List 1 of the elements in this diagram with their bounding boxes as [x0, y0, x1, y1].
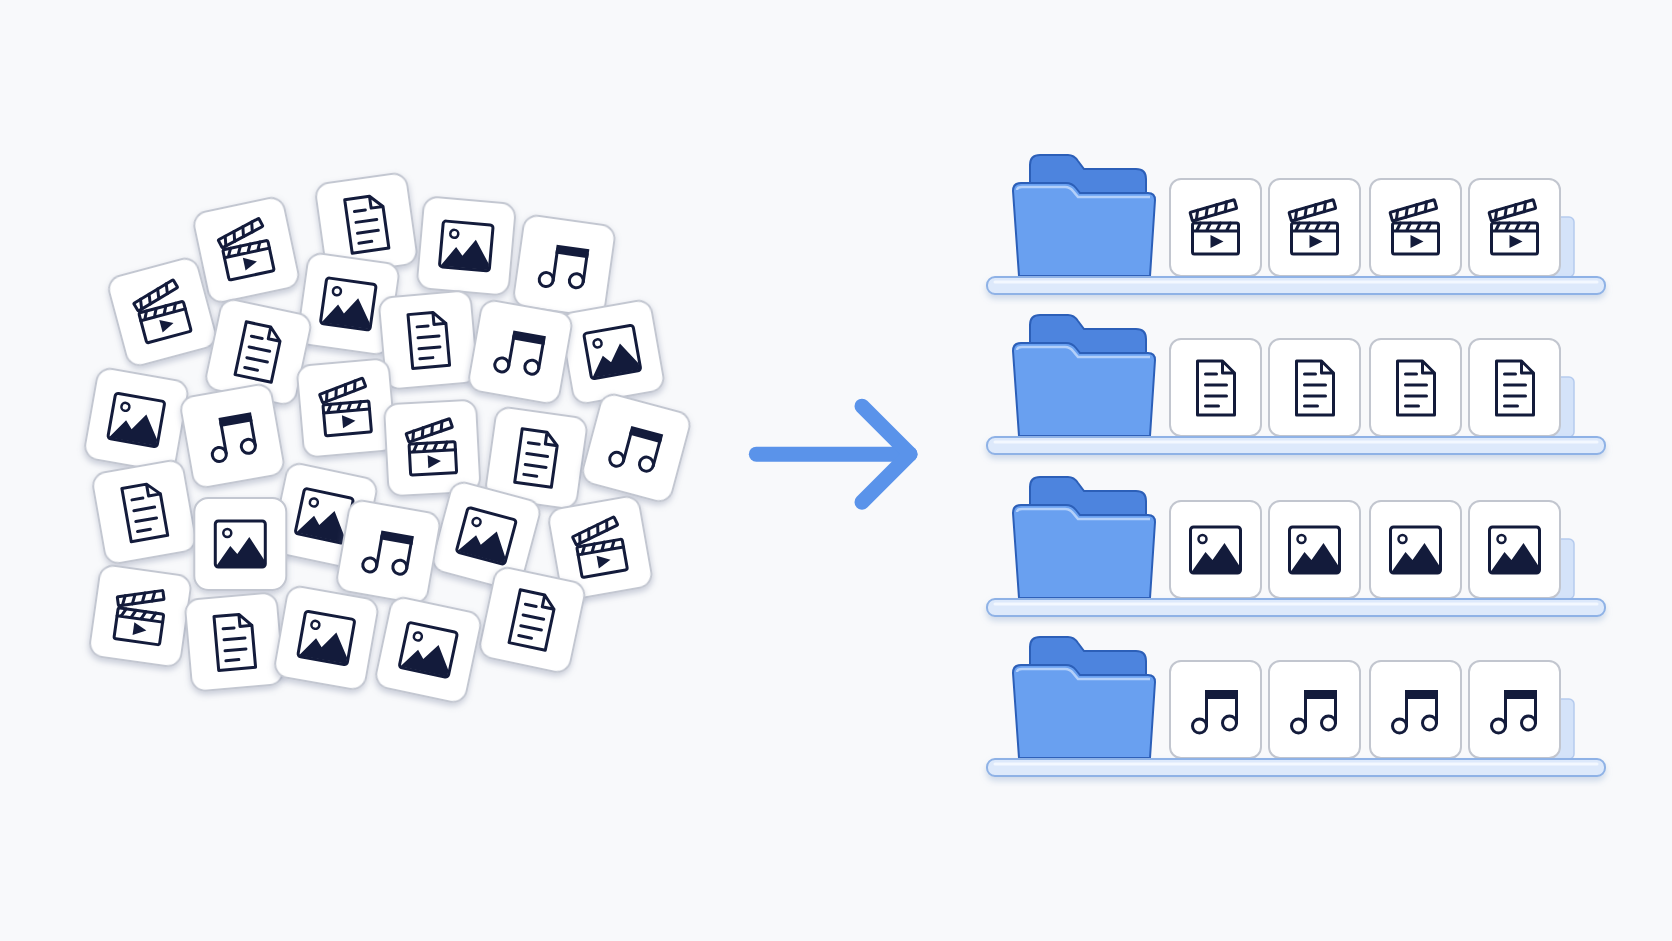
- arrow: [748, 398, 918, 510]
